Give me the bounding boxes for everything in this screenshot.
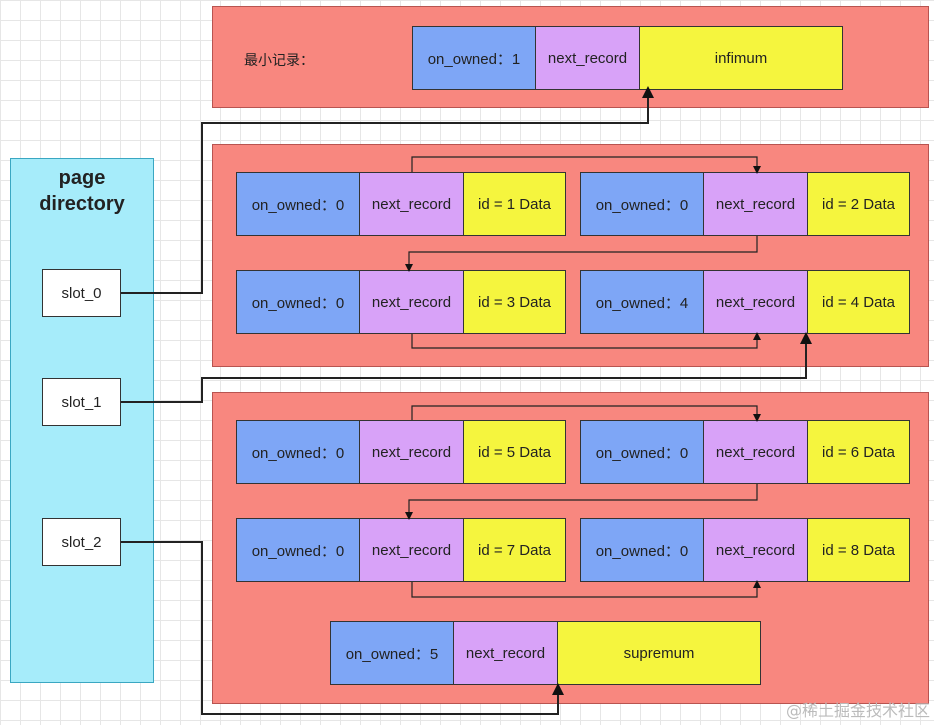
min-record-label: 最小记录： [244, 53, 314, 69]
next-record-link-5-6 [411, 405, 761, 422]
supremum-data-cell: supremum [558, 621, 761, 685]
next-record-cell: next_record [704, 270, 808, 334]
data-cell: id = 8 Data [808, 518, 910, 582]
record-4: on_owned：4 next_record id = 4 Data [580, 270, 910, 334]
on-owned-cell: on_owned：0 [236, 518, 360, 582]
next-record-cell: next_record [536, 26, 640, 90]
supremum-record: on_owned：5 next_record supremum [330, 621, 761, 685]
slot-1: slot_1 [42, 378, 121, 426]
infimum-data-cell: infimum [640, 26, 843, 90]
data-cell: id = 2 Data [808, 172, 910, 236]
slot-0-pointer [121, 86, 654, 294]
on-owned-cell: on_owned：0 [580, 172, 704, 236]
on-owned-cell: on_owned：0 [580, 420, 704, 484]
record-5: on_owned：0 next_record id = 5 Data [236, 420, 566, 484]
on-owned-cell: on_owned：1 [412, 26, 536, 90]
slot-0: slot_0 [42, 269, 121, 317]
record-7: on_owned：0 next_record id = 7 Data [236, 518, 566, 582]
page-directory-title-line2: directory [39, 193, 125, 215]
page-directory-title-line1: page [58, 167, 106, 189]
data-cell: id = 1 Data [464, 172, 566, 236]
record-6: on_owned：0 next_record id = 6 Data [580, 420, 910, 484]
data-cell: id = 3 Data [464, 270, 566, 334]
data-cell: id = 6 Data [808, 420, 910, 484]
next-record-cell: next_record [360, 420, 464, 484]
record-8: on_owned：0 next_record id = 8 Data [580, 518, 910, 582]
next-record-link-7-8 [411, 580, 761, 598]
on-owned-cell: on_owned：4 [580, 270, 704, 334]
next-record-cell: next_record [704, 420, 808, 484]
next-record-link-3-4 [411, 332, 761, 349]
on-owned-cell: on_owned：0 [236, 270, 360, 334]
data-cell: id = 4 Data [808, 270, 910, 334]
data-cell: id = 5 Data [464, 420, 566, 484]
on-owned-cell: on_owned：0 [580, 518, 704, 582]
slot-1-pointer [121, 332, 812, 403]
page-directory-title: page directory [11, 165, 153, 217]
on-owned-cell: on_owned：0 [236, 172, 360, 236]
watermark: @稀土掘金技术社区 [785, 701, 930, 720]
on-owned-cell: on_owned：5 [330, 621, 454, 685]
record-2: on_owned：0 next_record id = 2 Data [580, 172, 910, 236]
slot-2-pointer [121, 541, 564, 715]
next-record-link-6-7 [405, 484, 758, 520]
next-record-cell: next_record [454, 621, 558, 685]
next-record-link-2-3 [405, 236, 758, 272]
data-cell: id = 7 Data [464, 518, 566, 582]
slot-2: slot_2 [42, 518, 121, 566]
infimum-record: on_owned：1 next_record infimum [412, 26, 843, 90]
on-owned-cell: on_owned：0 [236, 420, 360, 484]
next-record-link-1-2 [411, 156, 761, 174]
next-record-cell: next_record [360, 172, 464, 236]
next-record-cell: next_record [360, 270, 464, 334]
next-record-cell: next_record [704, 172, 808, 236]
next-record-cell: next_record [360, 518, 464, 582]
record-1: on_owned：0 next_record id = 1 Data [236, 172, 566, 236]
record-3: on_owned：0 next_record id = 3 Data [236, 270, 566, 334]
